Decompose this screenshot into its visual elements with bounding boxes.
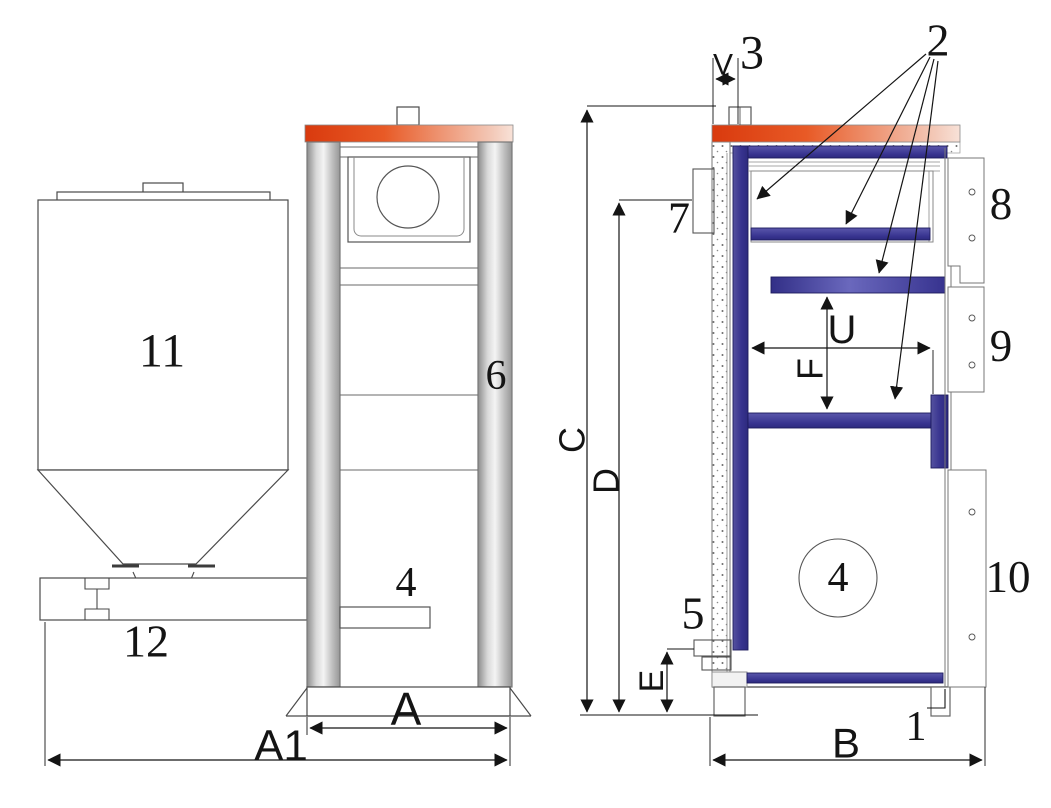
side-water-jacket-rear-plate	[732, 145, 749, 651]
front-flue-outlet-circle	[376, 165, 440, 229]
side-baffle-floating	[770, 276, 946, 294]
side-bottom-blue-plate	[746, 672, 944, 684]
part-label-3: 3	[740, 27, 764, 80]
front-handle	[339, 606, 431, 629]
front-plinth	[285, 686, 532, 717]
feeder-joint	[84, 578, 110, 620]
dim-B	[709, 687, 986, 767]
door-panel-10	[947, 469, 987, 688]
front-flue-recess-inner	[353, 157, 465, 237]
dim-A1	[44, 622, 508, 767]
front-top-red-cap	[304, 124, 514, 143]
front-flue-recess	[347, 156, 471, 243]
panel-screw-holes	[968, 188, 976, 641]
part-label-6: 6	[486, 353, 507, 399]
boiler-front-view	[285, 106, 532, 717]
part-label-10: 10	[986, 552, 1031, 602]
part-label-9: 9	[990, 321, 1013, 371]
side-right-foot	[930, 686, 951, 717]
part-label-11: 11	[139, 325, 185, 378]
leader-line-part-1	[927, 689, 946, 709]
side-left-leg	[713, 686, 746, 717]
side-heat-exchanger-lines	[748, 161, 940, 172]
hopper-body	[37, 199, 289, 471]
front-chimney-stub	[396, 106, 420, 126]
part-label-12: 12	[123, 616, 169, 667]
side-baffle-lower	[747, 412, 932, 429]
part-label-8: 8	[990, 179, 1013, 229]
dim-label-D: D	[586, 468, 627, 494]
part-label-7: 7	[668, 194, 690, 243]
door-panel-8	[947, 157, 985, 284]
side-top-red-cap	[711, 124, 961, 143]
dim-E	[660, 648, 694, 713]
text-labels: 11 12 6 4 3 2 7 8 9 10 5 4 1 A A1 B C D …	[123, 15, 1031, 771]
front-left-column	[306, 141, 341, 688]
part-label-4-side: 4	[828, 555, 849, 601]
door-panel-9	[947, 286, 985, 393]
front-right-column	[477, 141, 513, 688]
dim-D	[612, 199, 692, 713]
part-label-5: 5	[682, 588, 705, 639]
rear-door-7-frame	[692, 168, 715, 234]
side-bottom-left-cap	[711, 671, 748, 688]
dim-label-U: U	[828, 308, 857, 352]
dimensions	[44, 58, 986, 767]
dim-C	[580, 105, 716, 713]
part-label-2: 2	[927, 15, 950, 66]
dim-label-E: E	[633, 670, 671, 693]
combustion-chamber-circle	[798, 538, 878, 618]
screw-feeder-channel	[39, 577, 308, 621]
boiler-side-section	[692, 106, 987, 717]
side-upper-chamber	[750, 170, 934, 243]
part-label-4-front: 4	[396, 560, 417, 606]
dim-A	[306, 717, 511, 766]
dim-label-A: A	[391, 683, 422, 735]
dim-label-C: C	[552, 427, 593, 453]
side-baffle-lower-end-block	[930, 394, 949, 469]
dim-V	[712, 58, 739, 124]
rear-stubs-5	[693, 639, 732, 671]
part-label-1: 1	[906, 704, 927, 750]
side-water-jacket-top-plate	[732, 145, 948, 159]
dim-label-A1: A1	[254, 722, 308, 771]
dim-U	[751, 341, 934, 394]
dim-label-V: V	[713, 49, 733, 82]
fuel-hopper-view	[36, 182, 308, 621]
side-baffle-upper	[750, 227, 931, 241]
hopper-cone	[36, 469, 290, 565]
dim-label-F: F	[790, 358, 831, 380]
dim-label-B: B	[832, 720, 860, 767]
